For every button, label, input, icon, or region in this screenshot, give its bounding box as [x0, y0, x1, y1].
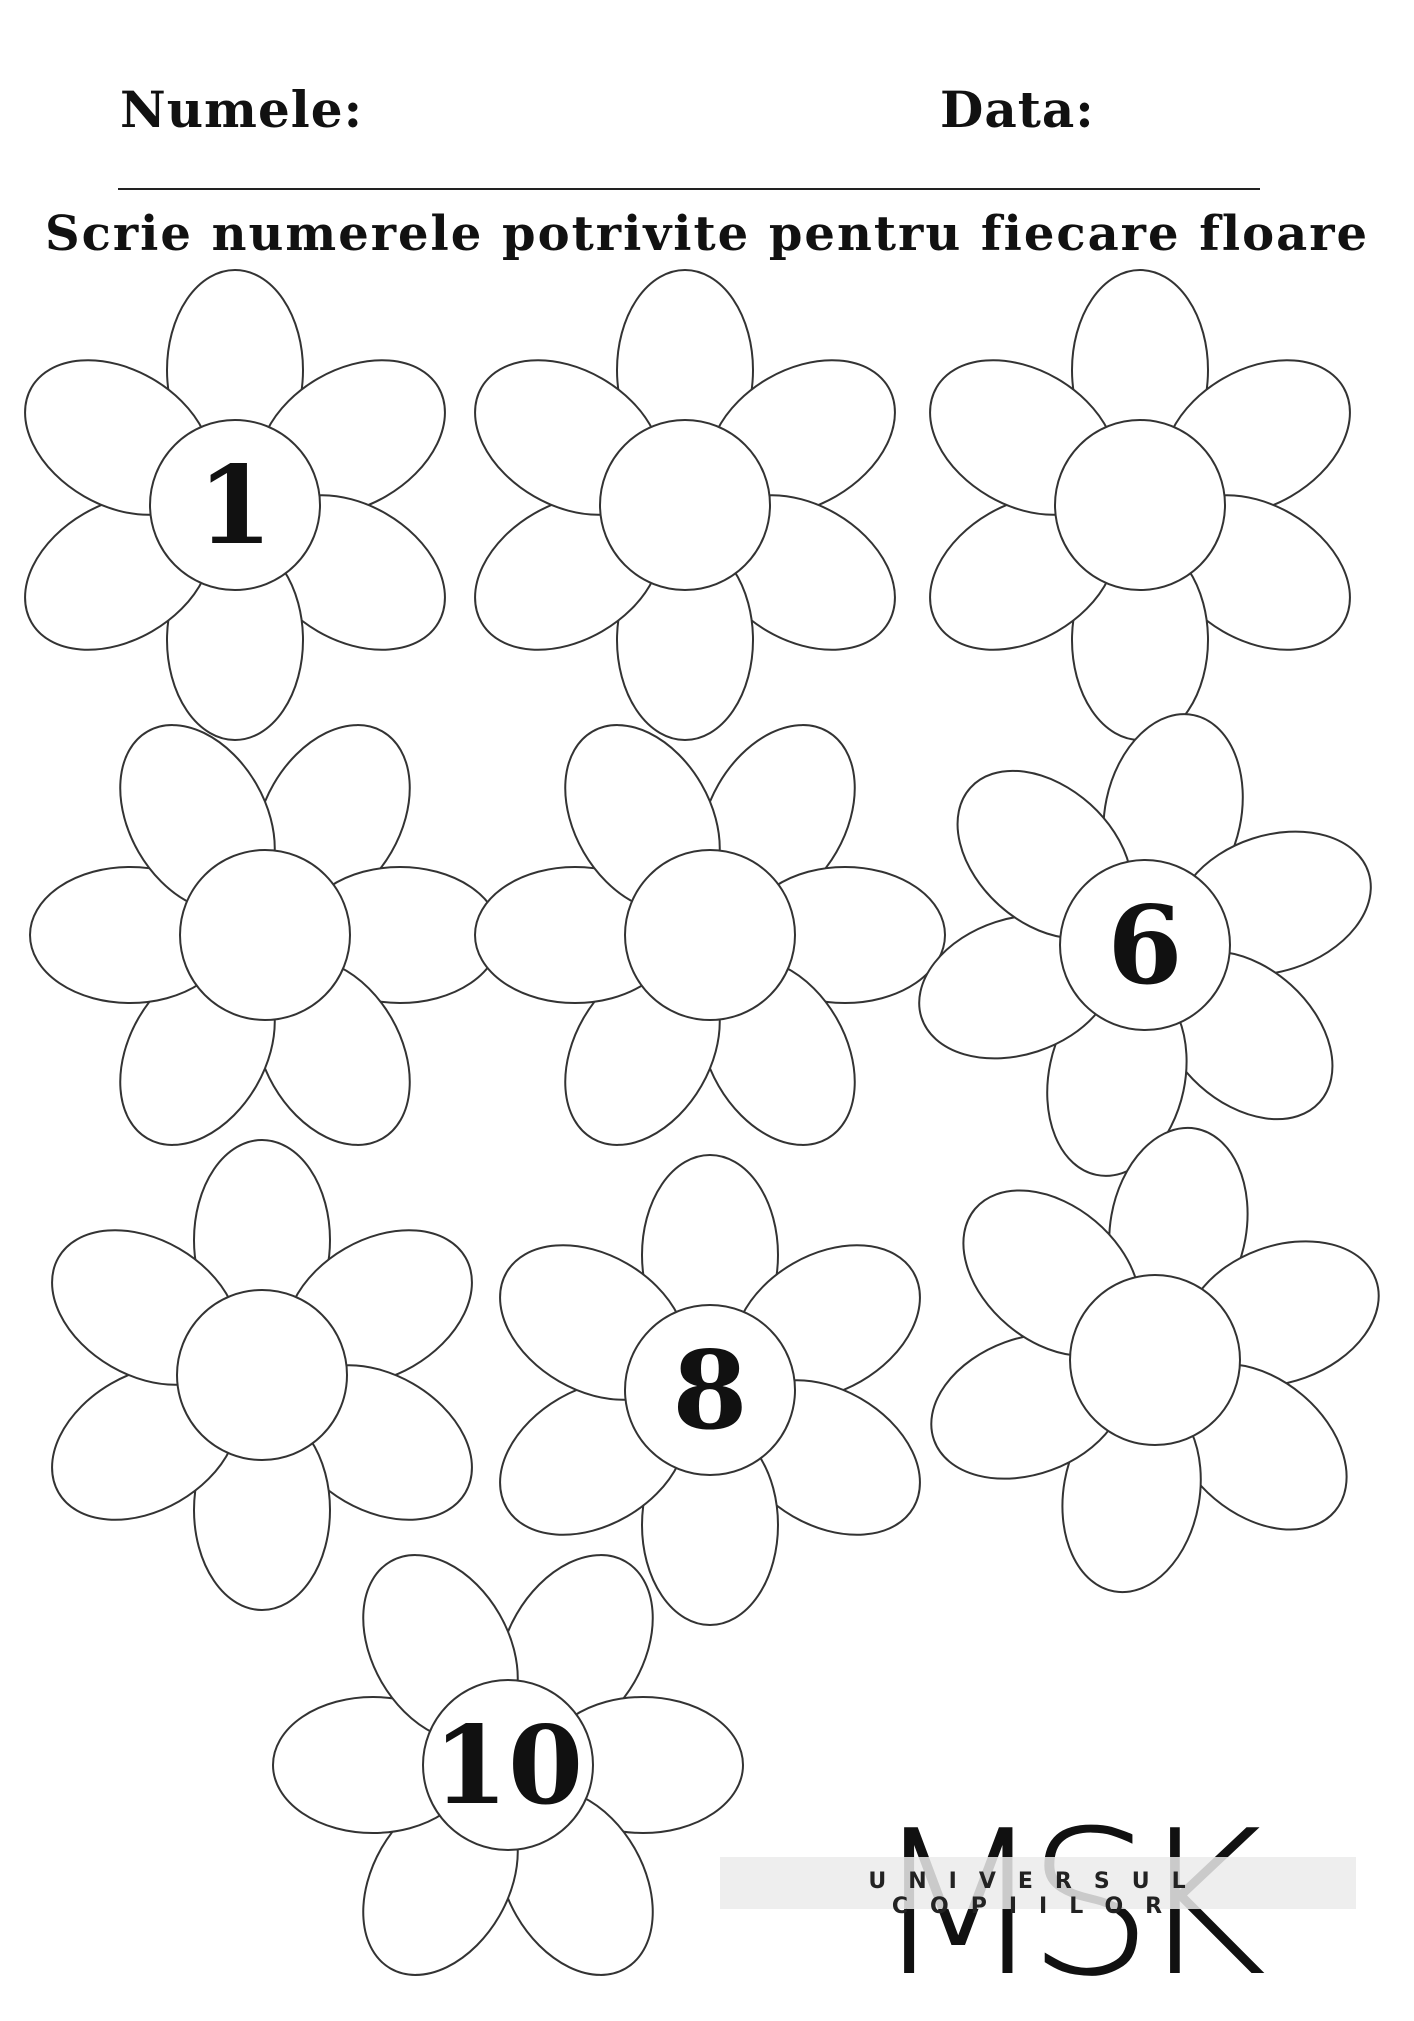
flower-number: 8 [672, 1328, 747, 1454]
flower-10: 10 [272, 1554, 744, 1976]
flower-number: 6 [1107, 883, 1182, 1009]
flower-center[interactable] [149, 419, 321, 591]
flower-center[interactable] [1059, 859, 1231, 1031]
header-underline [118, 188, 1260, 190]
logo-band [720, 1857, 1356, 1909]
flower-center[interactable] [176, 1289, 348, 1461]
flower-2 [474, 269, 896, 741]
flower-3 [929, 269, 1351, 741]
name-label: Numele: [120, 80, 364, 139]
date-label: Data: [940, 80, 1095, 139]
flower-center[interactable] [422, 1679, 594, 1851]
flower-center[interactable] [179, 849, 351, 1021]
logo-subtitle: UNIVERSUL COPIILOR [868, 1869, 1208, 1919]
flower-1: 1 [24, 269, 446, 741]
flower-center[interactable] [624, 1304, 796, 1476]
flower-7 [51, 1139, 473, 1611]
flower-center[interactable] [599, 419, 771, 591]
flower-center[interactable] [1054, 419, 1226, 591]
flower-6: 6 [918, 713, 1372, 1177]
msk-logo: MSK UNIVERSUL COPIILOR [720, 1805, 1356, 2005]
flower-number: 1 [197, 443, 272, 569]
flower-center[interactable] [624, 849, 796, 1021]
flower-5 [474, 724, 946, 1146]
flower-9 [930, 1126, 1380, 1594]
flower-8: 8 [499, 1154, 921, 1626]
flower-4 [29, 724, 501, 1146]
flower-center[interactable] [1069, 1274, 1241, 1446]
worksheet-title: Scrie numerele potrivite pentru fiecare … [44, 206, 1370, 262]
flower-number: 10 [433, 1703, 583, 1829]
